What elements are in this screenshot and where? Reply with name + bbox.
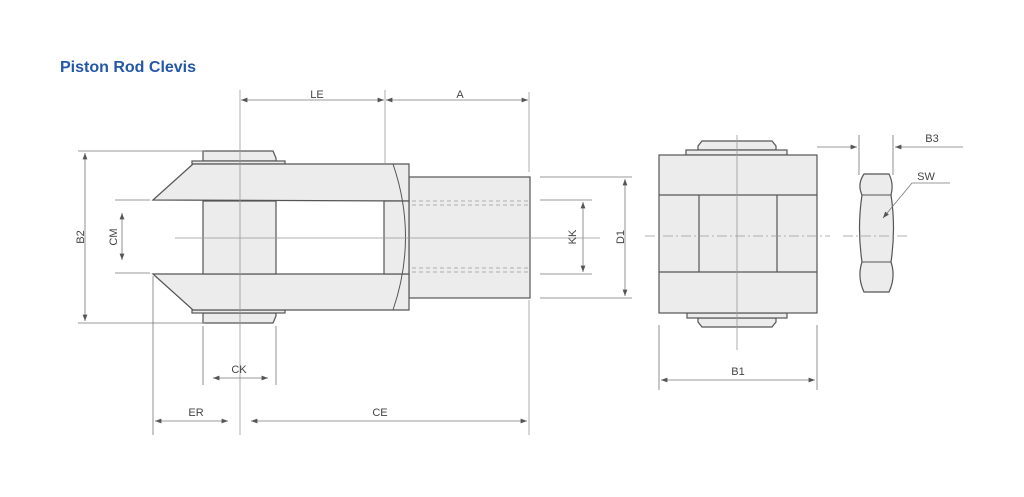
pin-head-bottom [202, 312, 277, 324]
clevis-front-view: B1 [645, 135, 830, 390]
dim-label-le: LE [310, 89, 323, 101]
dimensions-side: LE A B2 CM KK D1 CK ER CE [75, 89, 632, 435]
pin [202, 200, 277, 275]
hex-nut [858, 173, 895, 293]
dim-label-ce: CE [372, 407, 387, 419]
clevis-side-view [151, 90, 531, 435]
clevis-front-body [658, 154, 818, 314]
clevis-base [383, 200, 410, 275]
dim-label-b3: B3 [925, 133, 938, 145]
dim-label-sw: SW [917, 171, 935, 183]
dim-label-a: A [456, 89, 464, 101]
clevis-arm-bottom [151, 273, 410, 311]
dim-label-d1: D1 [615, 230, 627, 244]
dim-label-kk: KK [567, 229, 579, 244]
rod-threaded-section [408, 176, 531, 299]
pin-head-top [202, 150, 277, 162]
dim-label-b2: B2 [75, 230, 87, 243]
dim-label-cm: CM [108, 228, 120, 245]
clevis-arm-top [151, 163, 410, 202]
dim-label-ck: CK [231, 364, 247, 376]
lock-nut-view: B3 SW [817, 133, 963, 293]
dim-label-b1: B1 [731, 366, 744, 378]
dim-label-er: ER [188, 407, 203, 419]
page-title: Piston Rod Clevis [60, 59, 197, 76]
